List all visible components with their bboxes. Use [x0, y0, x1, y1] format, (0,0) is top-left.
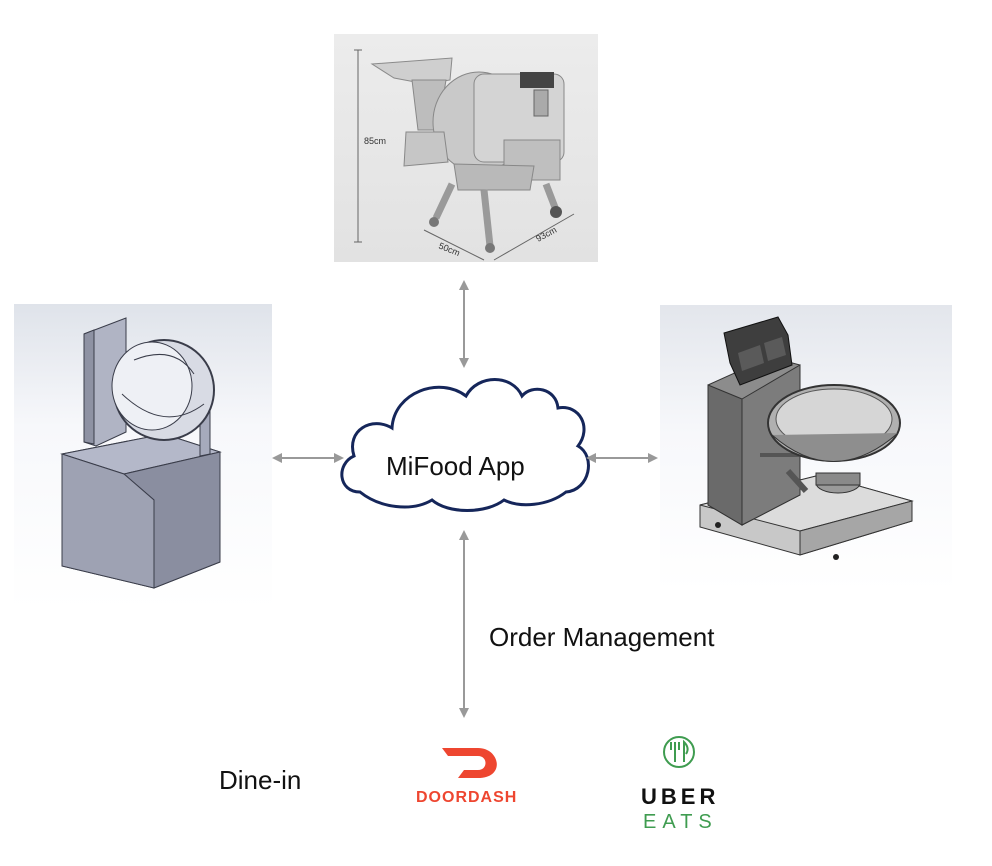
- drum-cooker-illustration: [60, 317, 222, 589]
- wok-station-image: [660, 305, 952, 591]
- cloud-icon: [340, 378, 590, 512]
- order-management-label: Order Management: [489, 622, 715, 652]
- wok-station-illustration: [699, 316, 914, 560]
- dine-in-label: Dine-in: [219, 765, 302, 795]
- doordash-logo-icon: [442, 748, 497, 778]
- vegetable-cutter-illustration: 85cm 50cm 93cm: [354, 49, 575, 261]
- vegetable-cutter-image: 85cm 50cm 93cm: [334, 34, 598, 262]
- mifood-app-label: MiFood App: [386, 451, 525, 481]
- doordash-logo-text: DOORDASH: [416, 789, 518, 806]
- uber-logo-text: UBER: [641, 784, 720, 809]
- height-dimension: 85cm: [364, 136, 386, 146]
- eats-logo-text: EATS: [643, 811, 718, 833]
- drum-cooker-image: [14, 304, 272, 610]
- uber-eats-logo-icon: [663, 736, 695, 768]
